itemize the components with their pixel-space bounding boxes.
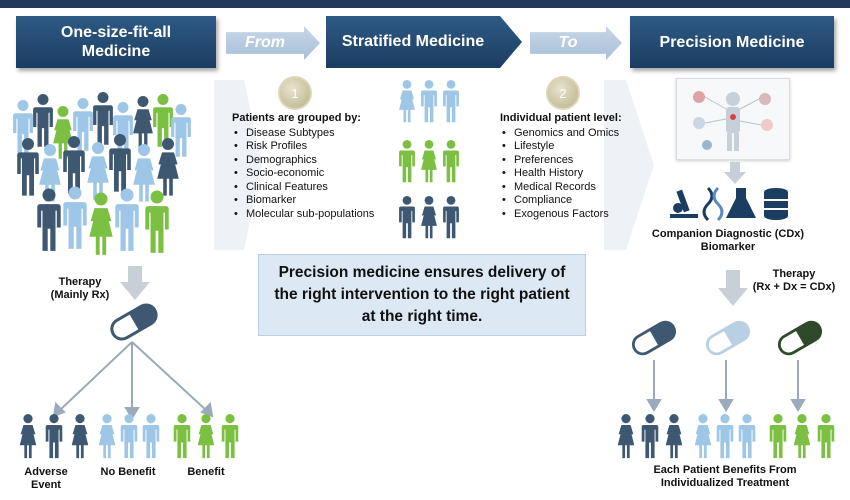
pill-icon [772, 318, 828, 358]
header-precision-medicine: Precision Medicine [630, 16, 834, 68]
lab-equipment-icons [670, 186, 788, 222]
down-arrow-icon [718, 270, 748, 306]
header-stratified-label: Stratified Medicine [341, 33, 485, 50]
arrow-to: To [530, 26, 622, 60]
human-body-icon [693, 91, 773, 151]
header-one-size-label: One-size-fit-all Medicine [60, 24, 172, 60]
down-arrow-icon [724, 162, 746, 184]
header-stratified-medicine: Stratified Medicine [326, 16, 522, 68]
list-item: Biomarker [232, 194, 402, 208]
green-treated-group [769, 414, 835, 459]
step-1-circle: 1 [278, 76, 312, 110]
list-item: Preferences [500, 154, 650, 168]
treatment-arrows [646, 360, 806, 412]
key-message-box: Precision medicine ensures delivery of t… [258, 254, 586, 336]
list-item: Compliance [500, 194, 650, 208]
stratified-list: Patients are grouped by: Disease Subtype… [232, 112, 402, 221]
list-item: Clinical Features [232, 181, 402, 195]
list-item: Exogenous Factors [500, 208, 650, 222]
list-item: Risk Profiles [232, 140, 402, 154]
header-one-size-fit-all: One-size-fit-all Medicine [16, 16, 216, 68]
right-therapy-text: Therapy [772, 268, 816, 280]
step-2-circle: 2 [546, 76, 580, 110]
dark-blue-treated-group [617, 414, 683, 459]
individualized-treatment-label: Each Patient Benefits From Individualize… [612, 464, 838, 490]
stratified-list-title: Patients are grouped by: [232, 112, 361, 124]
benefit-group [173, 414, 239, 459]
branch-arrows [52, 341, 214, 420]
header-precision-label: Precision Medicine [659, 33, 805, 51]
list-item: Genomics and Omics [500, 127, 650, 141]
list-item: Lifestyle [500, 140, 650, 154]
list-item: Demographics [232, 154, 402, 168]
no-benefit-group [98, 414, 160, 459]
cdx-text: Companion Diagnostic (CDx) [651, 228, 805, 240]
outcome-no-benefit: No Benefit [100, 466, 156, 478]
green-group [399, 140, 459, 183]
list-item: Health History [500, 167, 650, 181]
right-therapy-label: Therapy (Rx + Dx = CDx) [744, 268, 844, 294]
pill-icon [700, 318, 756, 358]
right-therapy-sub: (Rx + Dx = CDx) [752, 281, 836, 293]
list-item: Disease Subtypes [232, 127, 402, 141]
from-label: From [245, 34, 285, 51]
light-blue-treated-group [694, 414, 756, 459]
adverse-event-group [19, 414, 89, 459]
outcome-adverse-event: Adverse Event [24, 466, 68, 491]
pill-icon [104, 300, 164, 344]
biomarker-text: Biomarker [700, 241, 756, 253]
individualized-treatment-text: Each Patient Benefits From Individualize… [653, 464, 797, 489]
left-therapy-sub: (Mainly Rx) [50, 289, 110, 301]
light-blue-group [399, 80, 459, 123]
cdx-label: Companion Diagnostic (CDx) Biomarker [648, 228, 808, 254]
list-item: Socio-economic [232, 167, 402, 181]
down-arrow-icon [120, 266, 150, 300]
key-message-text: Precision medicine ensures delivery of t… [274, 264, 570, 325]
outcome-benefit: Benefit [187, 466, 225, 478]
crowd-illustration [13, 92, 191, 255]
pill-icon [626, 318, 682, 358]
precision-list: Individual patient level: Genomics and O… [500, 112, 650, 221]
arrow-from: From [226, 26, 320, 60]
top-bar [0, 0, 850, 8]
precision-list-title: Individual patient level: [500, 112, 622, 124]
left-therapy-text: Therapy [58, 276, 102, 288]
to-label: To [558, 34, 578, 51]
left-therapy-label: Therapy (Mainly Rx) [40, 276, 120, 302]
health-data-monitor [676, 78, 790, 160]
list-item: Molecular sub-populations [232, 208, 402, 222]
list-item: Medical Records [500, 181, 650, 195]
dark-blue-group [399, 196, 459, 239]
